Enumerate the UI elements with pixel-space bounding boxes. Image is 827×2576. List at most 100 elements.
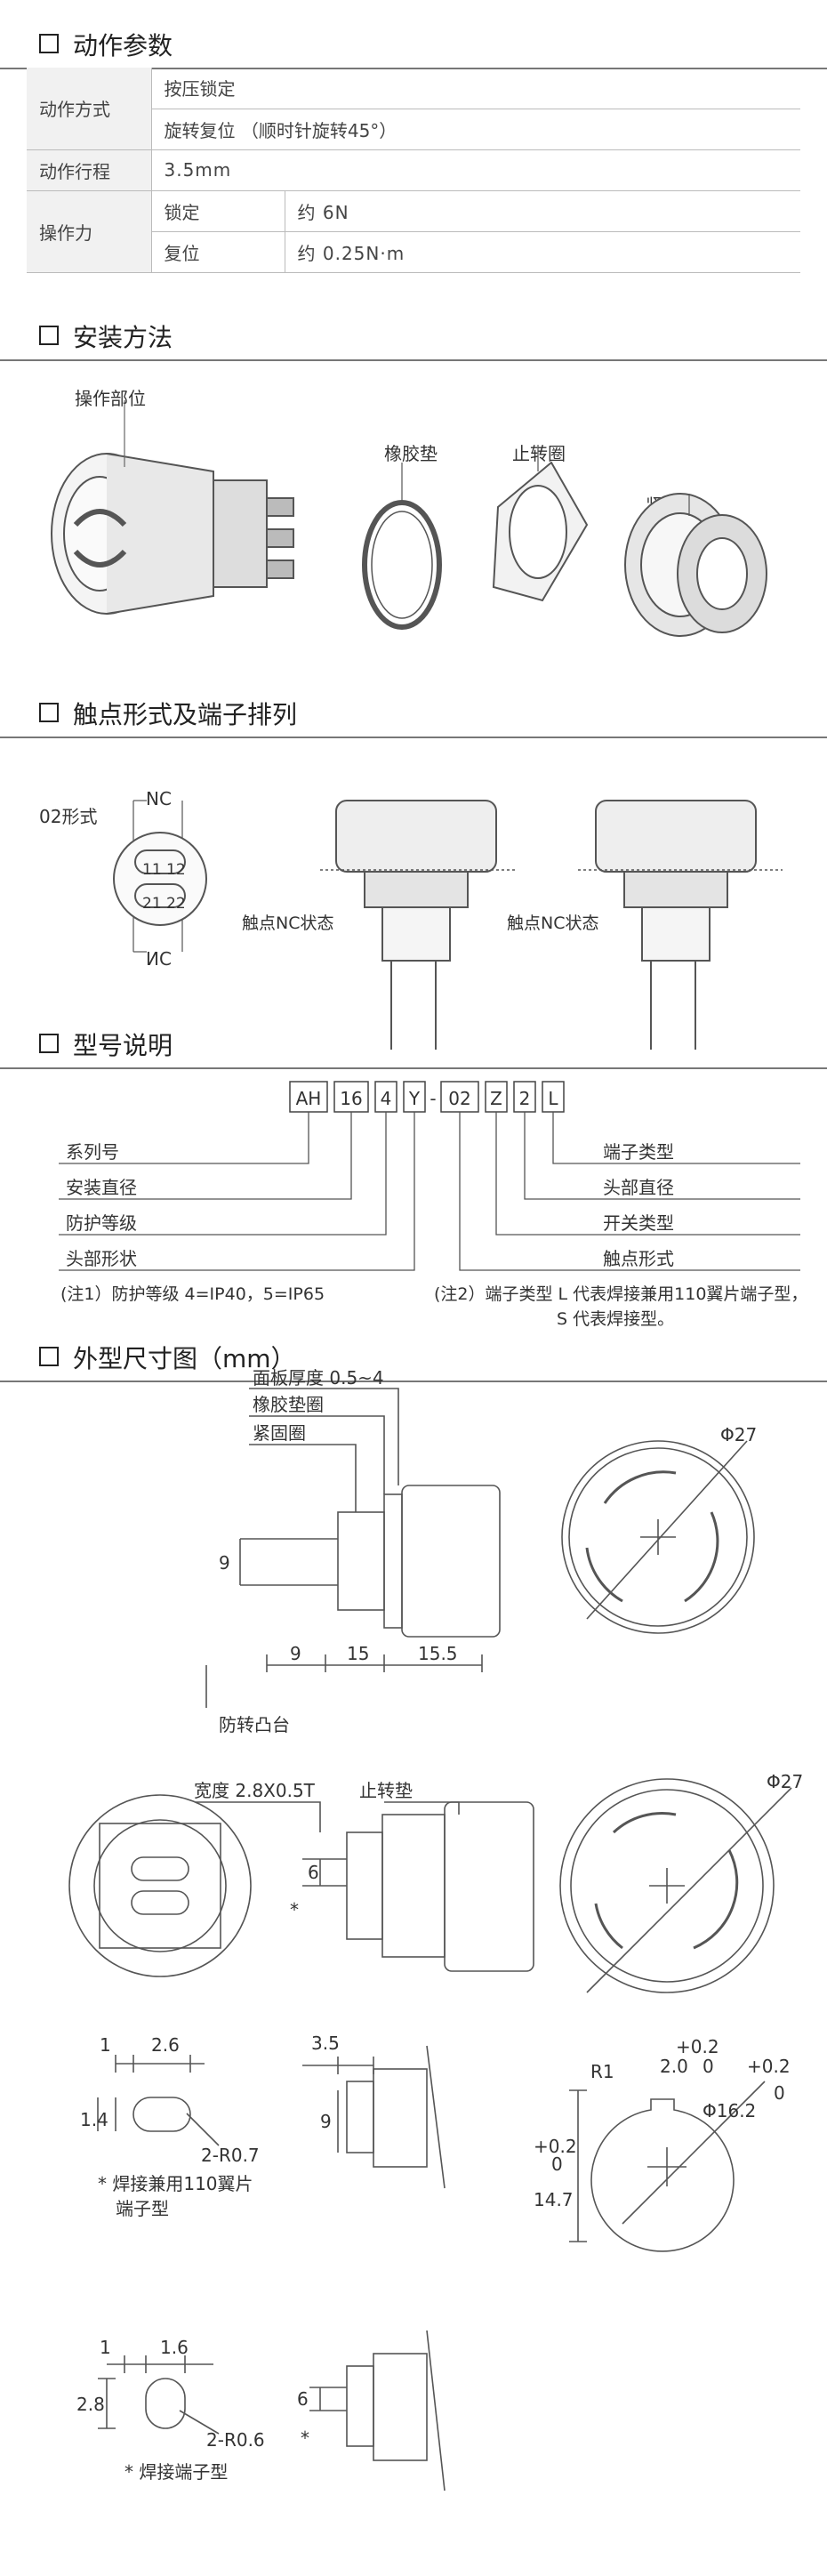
label-force: 操作力: [27, 190, 152, 273]
section-header-dims: 外型尺寸图（mm）: [0, 1329, 827, 1382]
label-locking-ring-dim: 紧固圈: [253, 1422, 306, 1444]
dim-6: 6: [308, 1862, 319, 1883]
anti-rotation-ring-drawing: [492, 445, 589, 602]
dim-1-6: 1.6: [160, 2337, 189, 2358]
divider: [0, 1067, 827, 1069]
code-diameter: 16: [340, 1088, 362, 1109]
dim-2-0: 2.0: [660, 2056, 688, 2077]
section-header-model: 型号说明: [0, 1016, 827, 1069]
label-rubber-pad: 橡胶垫: [384, 443, 438, 464]
tol-zero-a: 0: [703, 2056, 714, 2077]
note-1: (注1）防护等级 4=IP40，5=IP65: [60, 1284, 325, 1304]
code-protection: 4: [381, 1088, 392, 1109]
dim-r0-6: 2-R0.6: [206, 2429, 265, 2451]
mark-star-2: *: [301, 2427, 309, 2449]
dim-phi16-2: Φ16.2: [703, 2100, 756, 2121]
terminal-11-12: 11 12: [142, 861, 186, 879]
label-anti-rotation-boss: 防转凸台: [219, 1714, 290, 1735]
mark-star: *: [290, 1899, 299, 1920]
label-head-diameter: 头部直径: [603, 1177, 674, 1198]
value-reset: 约 0.25N·m: [285, 231, 800, 273]
dim-r0-7: 2-R0.7: [201, 2145, 260, 2166]
checkbox-square-icon: [39, 34, 59, 53]
label-switch-type: 开关类型: [603, 1212, 674, 1234]
label-contact-form: 触点形式: [603, 1248, 674, 1269]
code-series: AH: [296, 1088, 322, 1109]
dim-2-6: 2.6: [151, 2034, 180, 2056]
label-nc-bottom: ИС: [146, 948, 172, 970]
label-series: 系列号: [66, 1141, 119, 1163]
label-action-mode: 动作方式: [27, 68, 152, 150]
tol-zero-c: 0: [551, 2153, 563, 2175]
label-stroke: 动作行程: [27, 149, 152, 191]
spec-table: 动作方式 按压锁定 旋转复位 （顺时针旋转45°） 动作行程 3.5mm 操作力…: [27, 68, 800, 273]
label-lock: 锁定: [151, 190, 285, 232]
label-anti-rot-pad: 止转垫: [359, 1780, 413, 1801]
section-header-contact: 触点形式及端子排列: [0, 685, 827, 738]
install-illustration: [51, 400, 767, 637]
label-protection: 防护等级: [66, 1212, 137, 1234]
button-drawing: [51, 400, 294, 615]
section-drawing-1: [320, 800, 516, 1050]
tol-zero-b: 0: [774, 2082, 785, 2104]
checkbox-square-icon: [39, 1347, 59, 1366]
checkbox-square-icon: [39, 703, 59, 722]
label-nc-top: NC: [146, 788, 172, 809]
section-header-install: 安装方法: [0, 308, 827, 361]
section-title: 安装方法: [73, 323, 173, 352]
dim-6b: 6: [297, 2388, 309, 2410]
dim-15-5: 15.5: [418, 1643, 458, 1664]
label-terminal-type: 端子类型: [603, 1141, 674, 1163]
dim-1: 1: [100, 2034, 111, 2056]
dim-9b: 9: [320, 2111, 332, 2132]
note-2-line-2: S 代表焊接型。: [557, 1309, 675, 1329]
value-rotate-reset: 旋转复位 （顺时针旋转45°）: [151, 109, 800, 150]
locking-ring-drawing: [624, 493, 767, 637]
dim-15: 15: [347, 1643, 369, 1664]
note-2-line-1: (注2）端子类型 L 代表焊接兼用110翼片端子型，: [434, 1284, 808, 1304]
label-head-shape: 头部形状: [66, 1248, 137, 1269]
note-110-terminal: * 焊接兼用110翼片: [98, 2173, 253, 2194]
code-head-dia: 2: [519, 1088, 531, 1109]
section-title: 型号说明: [73, 1031, 173, 1060]
section-drawing-2: [578, 800, 783, 1050]
label-form-02: 02形式: [39, 806, 98, 827]
value-lock: 约 6N: [285, 190, 800, 232]
dim-1b: 1: [100, 2337, 111, 2358]
checkbox-square-icon: [39, 1034, 59, 1053]
divider: [0, 1381, 827, 1382]
terminal-21: 21: [142, 895, 162, 913]
dim-phi27-b: Φ27: [767, 1771, 803, 1792]
tol-plus-b: +0.2: [747, 2056, 791, 2077]
terminal-21-22: 21 22: [142, 895, 186, 913]
section-title: 触点形式及端子排列: [73, 700, 298, 729]
label-terminal-width: 宽度 2.8X0.5T: [194, 1780, 316, 1801]
checkbox-square-icon: [39, 326, 59, 345]
tol-plus-a: +0.2: [676, 2036, 719, 2057]
label-rubber-ring: 橡胶垫圈: [253, 1394, 324, 1415]
note-solder: * 焊接端子型: [124, 2461, 228, 2483]
section-title: 动作参数: [73, 31, 173, 60]
section-header-params: 动作参数: [0, 16, 827, 69]
section-title: 外型尺寸图（mm）: [73, 1344, 296, 1373]
label-state-1: 触点NC状态: [242, 914, 334, 933]
dim-14-7: 14.7: [534, 2189, 574, 2210]
note-110-terminal-2: 端子型: [116, 2198, 169, 2219]
terminal-12: 12: [166, 861, 186, 879]
label-mount-diameter: 安装直径: [66, 1177, 137, 1198]
label-operating-part: 操作部位: [75, 388, 146, 409]
code-switch: Z: [490, 1088, 502, 1109]
divider: [0, 737, 827, 738]
tol-plus-c: +0.2: [534, 2136, 577, 2157]
dim-9: 9: [219, 1552, 230, 1574]
rubber-ring-drawing: [362, 463, 442, 630]
value-stroke: 3.5mm: [151, 149, 800, 191]
label-anti-rotation-ring: 止转圈: [512, 443, 566, 464]
dim-phi27-a: Φ27: [720, 1424, 757, 1445]
label-panel-thickness: 面板厚度 0.5~4: [253, 1367, 384, 1389]
dim-9-bottom: 9: [290, 1643, 301, 1664]
contact-diagram: [113, 800, 783, 1050]
terminal-11: 11: [142, 861, 162, 879]
code-terminal: L: [548, 1088, 558, 1109]
model-code-diagram: AH 16 4 Y - 02 Z 2 L 系列号 安装直径 防护等级 头部形状 …: [59, 1081, 800, 1271]
